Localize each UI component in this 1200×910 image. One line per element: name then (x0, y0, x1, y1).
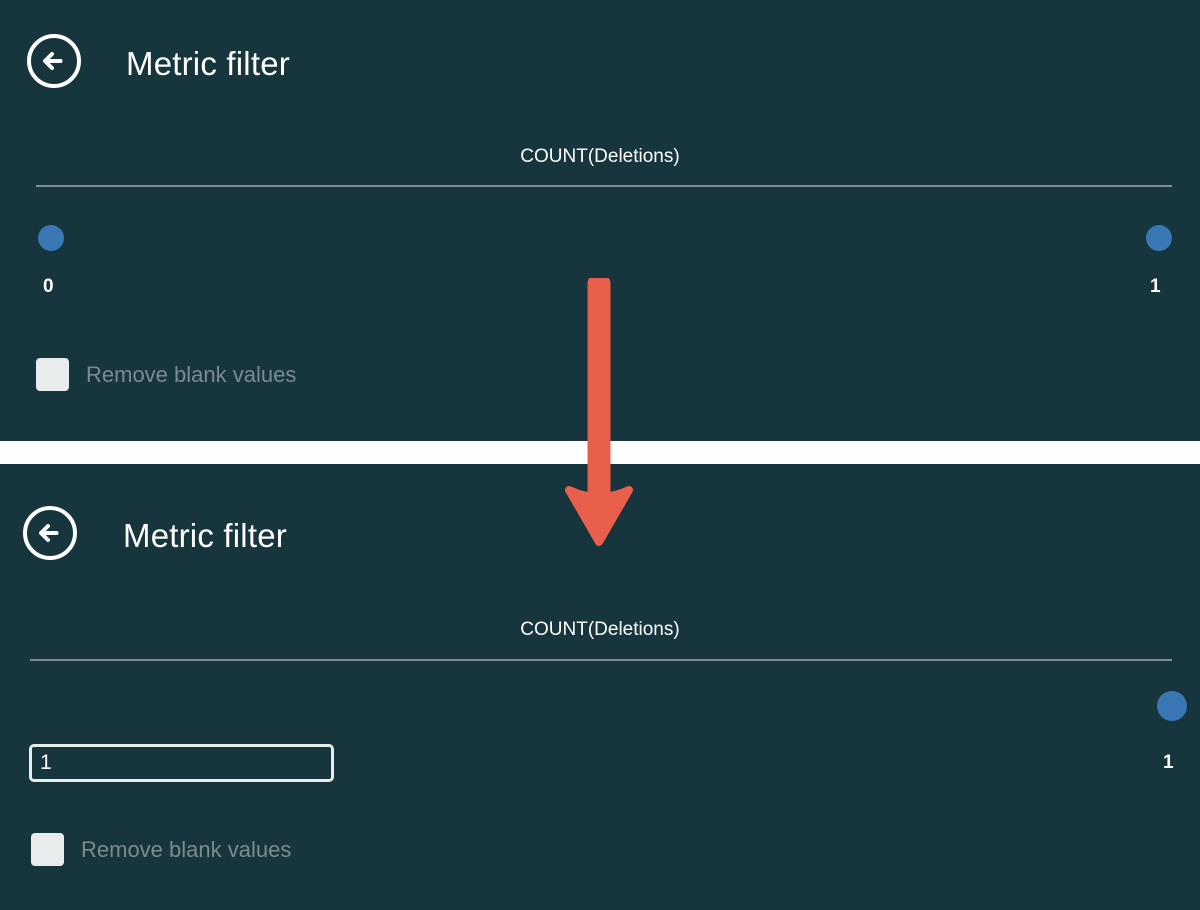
lower-bound-input[interactable] (29, 744, 334, 782)
panel-separator-band (0, 441, 1200, 464)
remove-blank-values-checkbox[interactable] (36, 358, 69, 391)
slider-handle-upper[interactable] (1157, 691, 1187, 721)
back-arrow-circle-icon[interactable] (25, 32, 83, 95)
metric-filter-panel-after: Metric filter COUNT(Deletions) 1 Remove … (0, 464, 1200, 910)
page-title: Metric filter (126, 44, 290, 82)
slider-max-value-label: 1 (1163, 752, 1174, 773)
remove-blank-values-checkbox[interactable] (31, 833, 64, 866)
page-title: Metric filter (123, 516, 287, 554)
slider-handle-upper[interactable] (1146, 225, 1172, 251)
remove-blank-values-label: Remove blank values (86, 361, 297, 387)
header-rule (30, 659, 1172, 661)
metric-name-label: COUNT(Deletions) (520, 146, 680, 167)
back-arrow-circle-icon[interactable] (21, 504, 79, 567)
remove-blank-values-row[interactable]: Remove blank values (31, 833, 291, 866)
metric-name-label: COUNT(Deletions) (520, 619, 680, 640)
slider-min-value-label: 0 (43, 276, 54, 297)
remove-blank-values-label: Remove blank values (81, 836, 292, 862)
metric-filter-panel-before: Metric filter COUNT(Deletions) 0 1 Remov… (0, 0, 1200, 441)
slider-max-value-label: 1 (1150, 276, 1161, 297)
slider-handle-lower[interactable] (38, 225, 64, 251)
header-rule (36, 185, 1172, 187)
panel-header-after: Metric filter (21, 504, 287, 567)
remove-blank-values-row[interactable]: Remove blank values (36, 358, 296, 391)
panel-header-before: Metric filter (25, 32, 290, 95)
